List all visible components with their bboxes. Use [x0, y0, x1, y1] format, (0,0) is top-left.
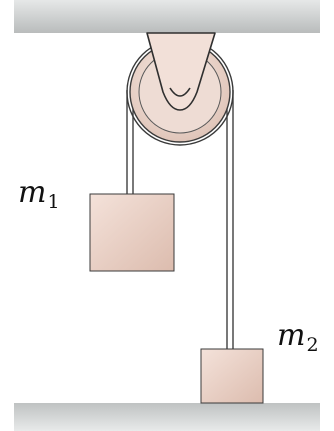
floor [14, 403, 320, 431]
block-m2 [200, 348, 264, 404]
mass-label-m1-symbol: m [18, 175, 47, 210]
mass-label-m1-subscript: 1 [47, 191, 60, 213]
pulley-axle-notch [169, 87, 191, 97]
mass-label-m2-subscript: 2 [306, 334, 319, 356]
rope-right [226, 90, 234, 349]
block-m1 [89, 193, 175, 272]
pulley-bracket [146, 32, 216, 111]
mass-label-m2-symbol: m [277, 318, 306, 353]
mass-label-m2: m2 [277, 321, 319, 355]
ceiling [14, 0, 320, 33]
mass-label-m1: m1 [18, 178, 60, 212]
